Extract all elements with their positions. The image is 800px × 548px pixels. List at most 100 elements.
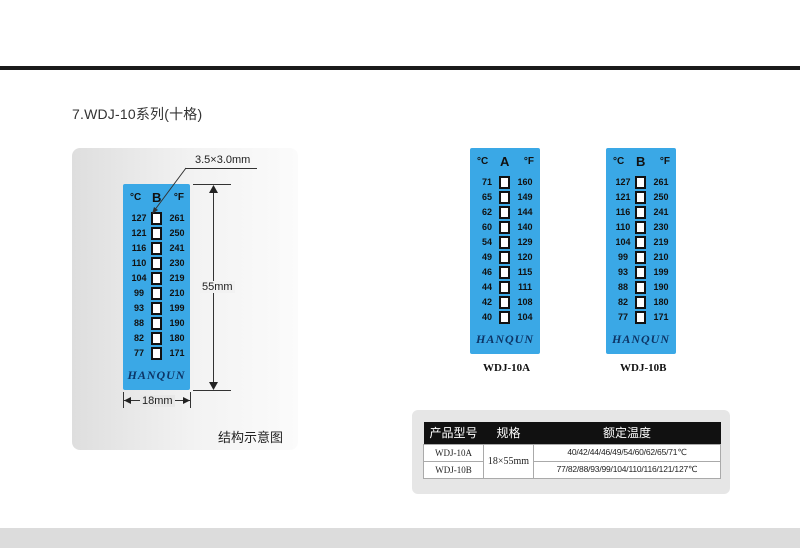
celsius-value: 82 [133,333,144,343]
width-dimension: 18mm [140,395,175,407]
section-title: 7.WDJ-10系列(十格) [72,106,203,122]
fahrenheit-unit: °F [659,156,670,167]
spec-table: 产品型号 规格 额定温度 WDJ-10A 18×55mm 40/42/44/46… [423,422,721,479]
model-cell: WDJ-10B [423,460,484,479]
header-spec: 规格 [483,422,534,444]
table-row: WDJ-10B 77/82/88/93/99/104/110/116/121/1… [423,460,721,479]
cell-size-leader-diagonal [152,167,187,214]
fahrenheit-value: 219 [169,273,185,283]
fahrenheit-value: 115 [517,267,533,277]
fahrenheit-value: 210 [653,252,669,262]
fahrenheit-value: 261 [169,213,185,223]
cell-size-leader-horizontal [185,168,257,169]
indicator-window [499,206,510,219]
caption-wdj-10a: WDJ-10A [483,362,531,374]
height-top-extension [193,184,231,185]
height-bottom-extension [193,390,231,391]
indicator-window [151,272,162,285]
indicator-window [151,212,162,225]
temperature-row: 88 190 [123,316,190,331]
fahrenheit-value: 180 [169,333,185,343]
indicator-window [499,266,510,279]
indicator-window [151,242,162,255]
indicator-window [499,191,510,204]
fahrenheit-value: 190 [653,282,669,292]
celsius-unit: °C [477,156,489,167]
celsius-value: 104 [615,237,631,247]
celsius-value: 46 [481,267,492,277]
indicator-window [499,236,510,249]
temperature-cell: 77/82/88/93/99/104/110/116/121/127℃ [533,460,721,479]
celsius-value: 127 [131,213,147,223]
fahrenheit-value: 199 [169,303,185,313]
celsius-value: 127 [615,177,631,187]
fahrenheit-value: 180 [653,297,669,307]
indicator-window [499,221,510,234]
header-model: 产品型号 [423,422,484,444]
fahrenheit-value: 190 [169,318,185,328]
fahrenheit-value: 104 [517,312,533,322]
fahrenheit-value: 241 [169,243,185,253]
celsius-value: 71 [481,177,492,187]
indicator-window [635,296,646,309]
brand-logo: HANQUN [475,332,534,346]
indicator-window [151,317,162,330]
indicator-window [151,302,162,315]
label-series-letter: B [636,154,646,169]
indicator-window [499,281,510,294]
celsius-value: 116 [131,243,147,253]
celsius-value: 60 [481,222,492,232]
label-series-letter: B [152,190,162,205]
temperature-row: 116 241 [123,241,190,256]
celsius-value: 93 [133,303,144,313]
caption-wdj-10b: WDJ-10B [620,362,667,374]
celsius-value: 88 [133,318,144,328]
indicator-window [635,281,646,294]
model-cell: WDJ-10A [423,443,484,462]
height-arrows [209,185,218,390]
celsius-value: 44 [481,282,492,292]
fahrenheit-value: 120 [517,252,533,262]
fahrenheit-value: 241 [653,207,669,217]
temperature-row: 116 241 [606,205,676,220]
celsius-value: 104 [131,273,147,283]
fahrenheit-unit: °F [523,156,534,167]
fahrenheit-value: 171 [653,312,669,322]
temperature-row: 127 261 [606,175,676,190]
celsius-value: 42 [481,297,492,307]
fahrenheit-value: 129 [517,237,533,247]
indicator-window [635,176,646,189]
celsius-value: 62 [481,207,492,217]
indicator-window [635,251,646,264]
indicator-window [635,221,646,234]
indicator-window [151,257,162,270]
indicator-window [151,332,162,345]
spec-table-header-row: 产品型号 规格 额定温度 [423,422,721,444]
fahrenheit-value: 149 [517,192,533,202]
fahrenheit-value: 261 [653,177,669,187]
temperature-row: 104 219 [123,271,190,286]
indicator-window [151,227,162,240]
brand-logo: HANQUN [127,368,186,382]
label-series-letter: A [500,154,510,169]
fahrenheit-value: 210 [169,288,185,298]
celsius-value: 116 [615,207,631,217]
indicator-window [635,266,646,279]
indicator-window [635,236,646,249]
label-header: °C A °F [470,154,540,170]
celsius-value: 88 [617,282,628,292]
